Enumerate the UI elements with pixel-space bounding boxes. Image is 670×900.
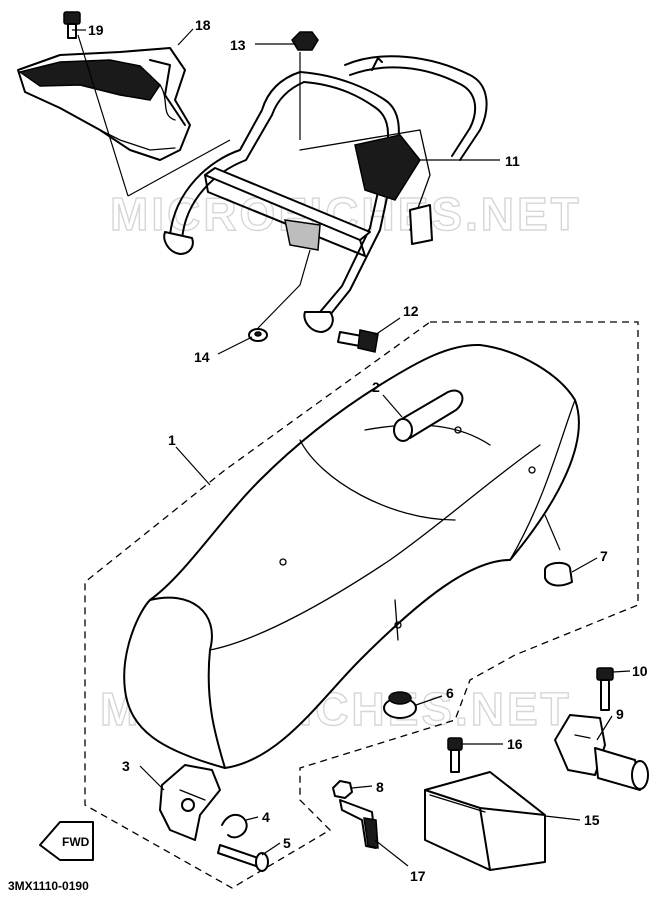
drawing-code: 3MX1110-0190 xyxy=(8,879,89,893)
part-13-nut xyxy=(291,31,319,51)
part-12-bolt xyxy=(337,329,379,353)
part-16-bolt xyxy=(447,737,463,773)
callout-13: 13 xyxy=(230,37,246,53)
leader-lines xyxy=(72,28,631,867)
callout-2: 2 xyxy=(372,379,380,395)
part-10-bolt xyxy=(596,667,614,711)
callout-14: 14 xyxy=(194,349,210,365)
part-15-tool-box xyxy=(424,771,546,871)
part-6-damper xyxy=(383,691,417,719)
part-1-seat xyxy=(123,343,580,769)
callout-11: 11 xyxy=(505,153,520,169)
part-7-damper xyxy=(544,562,573,587)
part-3-bracket xyxy=(159,764,221,841)
fwd-label: FWD xyxy=(62,835,90,849)
callout-10: 10 xyxy=(632,663,648,679)
part-5-pin xyxy=(217,844,269,872)
part-19-bolt xyxy=(63,11,81,39)
callout-5: 5 xyxy=(283,835,291,851)
callout-9: 9 xyxy=(616,706,624,722)
callout-15: 15 xyxy=(584,812,600,828)
callout-18: 18 xyxy=(195,17,211,33)
part-11-carrier-frame xyxy=(163,55,488,333)
part-4-clip xyxy=(221,813,248,839)
callout-19: 19 xyxy=(88,22,104,38)
callout-17: 17 xyxy=(410,868,426,884)
callout-4: 4 xyxy=(262,809,270,825)
callout-8: 8 xyxy=(376,779,384,795)
callout-1: 1 xyxy=(168,432,176,448)
part-2-grommet xyxy=(393,389,464,442)
part-14-washer xyxy=(248,328,268,342)
callout-7: 7 xyxy=(600,548,608,564)
callout-16: 16 xyxy=(507,736,523,752)
part-17-hook xyxy=(339,799,379,849)
fwd-arrow xyxy=(39,821,94,861)
part-18-rear-fender xyxy=(17,47,191,161)
callout-12: 12 xyxy=(403,303,419,319)
callout-6: 6 xyxy=(446,685,454,701)
part-8-nut xyxy=(332,780,353,799)
callout-3: 3 xyxy=(122,758,130,774)
part-9-seat-lock xyxy=(554,714,649,791)
